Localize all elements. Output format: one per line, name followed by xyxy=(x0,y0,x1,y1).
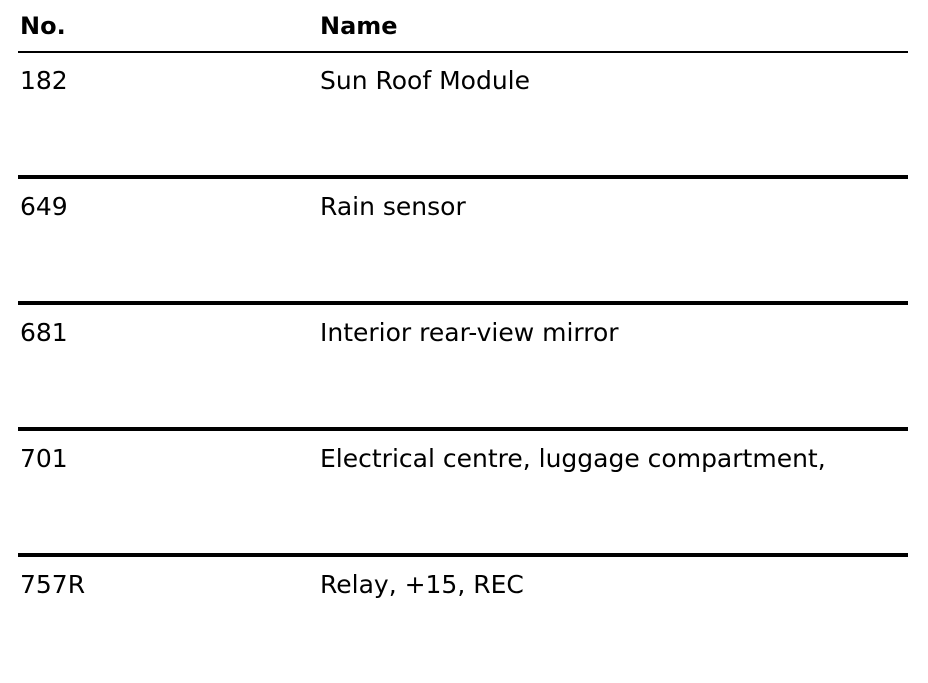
row-number: 757R xyxy=(20,570,86,599)
header-no: No. xyxy=(20,12,66,40)
row-name: Electrical centre, luggage compartment, xyxy=(320,444,826,473)
table-row: 649 Rain sensor xyxy=(18,179,908,305)
table-row: 182 Sun Roof Module xyxy=(18,53,908,179)
row-name: Interior rear-view mirror xyxy=(320,318,619,347)
component-table: No. Name 182 Sun Roof Module 649 Rain se… xyxy=(18,0,908,683)
row-number: 649 xyxy=(20,192,68,221)
row-name: Rain sensor xyxy=(320,192,466,221)
row-number: 182 xyxy=(20,66,68,95)
row-number: 681 xyxy=(20,318,68,347)
table-row: 757R Relay, +15, REC xyxy=(18,557,908,683)
table-row: 681 Interior rear-view mirror xyxy=(18,305,908,431)
row-name: Relay, +15, REC xyxy=(320,570,524,599)
row-name: Sun Roof Module xyxy=(320,66,530,95)
table-row: 701 Electrical centre, luggage compartme… xyxy=(18,431,908,557)
row-number: 701 xyxy=(20,444,68,473)
table-header: No. Name xyxy=(18,0,908,53)
header-name: Name xyxy=(320,12,398,40)
